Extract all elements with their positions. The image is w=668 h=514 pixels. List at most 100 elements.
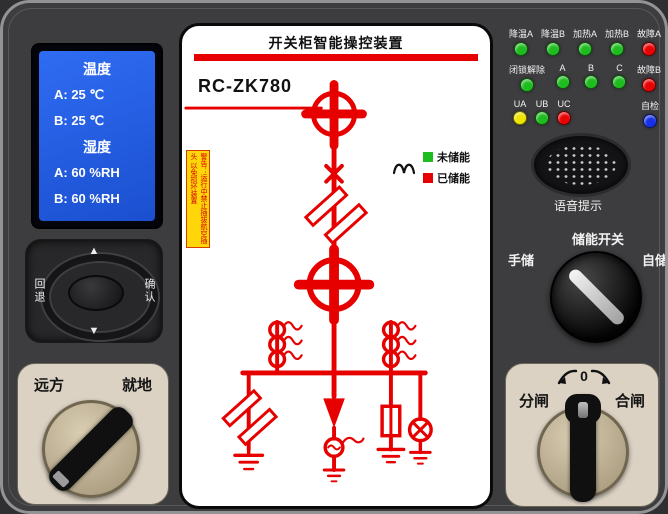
breaker-symbol-top	[301, 80, 367, 150]
led-cell: 降温A	[509, 27, 533, 56]
mimic-title: 开关柜智能操控装置	[268, 35, 404, 51]
led-label: 降温B	[540, 29, 565, 39]
led-cell: 闭锁解除	[509, 63, 545, 92]
manual-charge-label: 手储	[508, 253, 535, 268]
led-row: 降温A 降温B 加热A 加热B 故障A	[509, 27, 661, 56]
nav-ring	[42, 254, 158, 340]
disconnect-x-icon	[324, 163, 344, 184]
open-close-panel: 0 分闸 合闸	[505, 363, 659, 507]
ground-symbol-left	[233, 447, 265, 471]
led-cell: 自检	[639, 99, 661, 128]
warning-label: 警告：运行中禁止插拔航空插头 以免损坏装置	[186, 150, 210, 248]
led-label: 降温A	[509, 29, 534, 39]
led-label: A	[559, 63, 566, 73]
legend-swatch-charged	[423, 173, 433, 183]
title-red-bar	[194, 54, 478, 61]
led-indicator	[643, 114, 657, 128]
led-label: 故障B	[636, 65, 661, 75]
model-label: RC-ZK780	[198, 76, 293, 96]
led-row: 闭锁解除 A B C 故障B	[509, 63, 661, 92]
led-indicator	[641, 78, 656, 92]
led-indicator	[641, 42, 656, 56]
led-label: 闭锁解除	[509, 65, 546, 75]
lcd-screen: 温度 A: 25 ℃ B: 25 ℃ 湿度 A: 60 %RH B: 60 %R…	[39, 51, 155, 221]
single-line-diagram	[184, 80, 433, 483]
lcd-display: 温度 A: 25 ℃ B: 25 ℃ 湿度 A: 60 %RH B: 60 %R…	[31, 43, 163, 229]
remote-label: 远方	[34, 377, 65, 394]
led-indicator	[535, 111, 549, 125]
led-cell: B	[580, 63, 602, 89]
handle-notch	[52, 470, 70, 488]
led-indicator	[583, 75, 598, 89]
led-label: UB	[535, 99, 549, 109]
drawer-contact-lower	[221, 370, 279, 452]
key-handle-slot	[578, 402, 588, 418]
led-label: C	[616, 63, 623, 73]
switch-key-handle[interactable]	[565, 394, 601, 502]
led-cell: UC	[553, 99, 575, 125]
lcd-hum-title: 湿度	[83, 139, 111, 155]
legend-label-not-charged: 未储能	[437, 152, 470, 164]
ground-symbol-center	[322, 468, 346, 483]
nav-center-button[interactable]	[68, 275, 124, 311]
led-cell: 故障B	[637, 63, 661, 92]
storage-switch-knob[interactable]	[550, 251, 642, 343]
led-label: 加热A	[572, 29, 597, 39]
nav-confirm-button[interactable]: 确认	[143, 278, 155, 304]
lcd-hum-a: A: 60 %RH	[54, 165, 120, 180]
coil-icon	[392, 163, 416, 174]
led-indicator	[612, 75, 627, 89]
led-indicator	[557, 111, 571, 125]
led-indicator	[513, 111, 527, 125]
speaker-dots	[546, 145, 616, 185]
fuse-symbol	[380, 370, 402, 452]
nav-back-button[interactable]: 回退	[33, 278, 45, 304]
led-cell: 降温B	[541, 27, 565, 56]
speaker-label: 语音提示	[553, 199, 602, 213]
led-grid: 降温A 降温B 加热A 加热B 故障A 闭锁解除 A B C 故障B UA UB UC 自检	[509, 27, 661, 128]
legend-row-not-charged: 未储能	[423, 149, 470, 165]
charge-legend: 未储能 已储能	[392, 149, 470, 186]
local-label: 就地	[121, 377, 152, 394]
lamp-symbol	[407, 370, 433, 455]
nav-down-button[interactable]: ▼	[88, 325, 100, 337]
led-label: 自检	[640, 101, 659, 111]
led-cell: 加热B	[605, 27, 629, 56]
led-label: 加热B	[604, 29, 629, 39]
led-cell: C	[608, 63, 630, 89]
led-label: 故障A	[636, 29, 661, 39]
knob-stripe	[565, 266, 627, 328]
led-indicator	[514, 42, 528, 56]
led-cell: A	[552, 63, 574, 89]
led-row: UA UB UC 自检	[509, 99, 661, 128]
close-label: 合闸	[614, 393, 645, 410]
lcd-temp-b: B: 25 ℃	[54, 113, 105, 128]
breaker-symbol-main	[293, 244, 375, 325]
legend-row-charged: 已储能	[423, 170, 470, 186]
nav-pad: ▲ ▼ 回退 确认	[25, 239, 163, 343]
led-cell: UA	[509, 99, 531, 125]
lcd-temp-a: A: 25 ℃	[54, 87, 105, 102]
led-indicator	[520, 78, 534, 92]
legend-label-charged: 已储能	[437, 173, 470, 185]
drawer-contact-upper	[303, 184, 369, 246]
mimic-panel: 开关柜智能操控装置 RC-ZK780 警告：运行中禁止插拔航空插头 以免损坏装置…	[179, 23, 493, 509]
warning-line-1: 警告：运行中禁止插拔航空插头	[190, 153, 207, 244]
led-label: B	[587, 63, 594, 73]
speaker-grille	[531, 133, 631, 197]
warning-line-2: 以免损坏装置	[190, 161, 197, 204]
storage-switch-title: 储能开关	[571, 232, 624, 247]
current-transformer-left	[268, 319, 303, 375]
nav-up-button[interactable]: ▲	[88, 245, 100, 257]
rotation-arc-icon: 0	[557, 368, 611, 385]
led-indicator	[545, 42, 560, 56]
led-indicator	[577, 42, 592, 56]
motor-symbol	[323, 425, 365, 472]
remote-local-panel: 远方 就地	[17, 363, 169, 505]
led-indicator	[609, 42, 624, 56]
led-cell: 加热A	[573, 27, 597, 56]
open-label: 分闸	[519, 393, 550, 410]
current-transformer-right	[381, 319, 417, 375]
ground-symbol-fuse	[376, 447, 406, 464]
